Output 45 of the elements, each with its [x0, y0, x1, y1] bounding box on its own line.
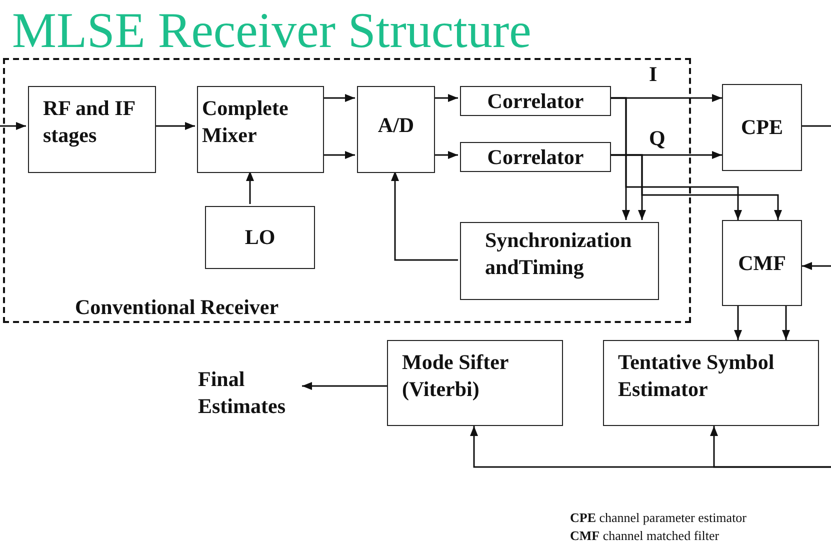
box-label: Synchronization andTiming	[485, 227, 633, 281]
box-label: Tentative Symbol Estimator	[618, 349, 776, 403]
process-box	[460, 142, 611, 172]
arrow	[391, 171, 458, 261]
box-label: CPE	[741, 114, 783, 141]
abbreviation-note: CPE channel parameter estimator	[570, 510, 747, 526]
arrow	[609, 154, 782, 220]
box-label: RF and IF stages	[43, 95, 136, 149]
arrow	[322, 151, 355, 159]
arrow	[246, 171, 254, 204]
process-box	[722, 220, 802, 306]
edge-label: I	[649, 62, 658, 86]
dashed-group-box	[3, 58, 691, 323]
edge-label: Q	[649, 126, 666, 150]
process-box	[387, 340, 563, 426]
process-box	[28, 86, 156, 173]
arrow	[802, 262, 831, 270]
abbreviation-note: CMF channel matched filter	[570, 528, 720, 544]
arrow	[609, 97, 742, 220]
box-label: A/D	[378, 112, 414, 139]
arrow	[322, 94, 355, 102]
process-box	[722, 84, 802, 171]
arrow	[433, 151, 458, 159]
box-label: Correlator	[487, 88, 584, 114]
arrow	[734, 306, 742, 340]
box-label: LO	[244, 224, 276, 251]
arrow	[154, 122, 195, 130]
arrow	[433, 94, 458, 102]
process-box	[603, 340, 819, 426]
arrow	[782, 306, 790, 340]
output-text: Final Estimates	[198, 366, 286, 420]
process-box	[197, 86, 324, 173]
process-box	[460, 86, 611, 116]
box-label: Correlator	[487, 144, 584, 170]
arrow	[0, 122, 26, 130]
arrow	[302, 382, 387, 390]
box-label: Complete Mixer	[202, 95, 290, 149]
box-label: Mode Sifter (Viterbi)	[402, 349, 510, 403]
group-label: Conventional Receiver	[75, 294, 279, 321]
process-box	[357, 86, 435, 173]
diagram-title: MLSE Receiver Structure	[12, 1, 532, 60]
arrow	[710, 426, 831, 468]
process-box	[205, 206, 315, 269]
box-label: CMF	[738, 250, 786, 276]
process-box	[460, 222, 659, 300]
